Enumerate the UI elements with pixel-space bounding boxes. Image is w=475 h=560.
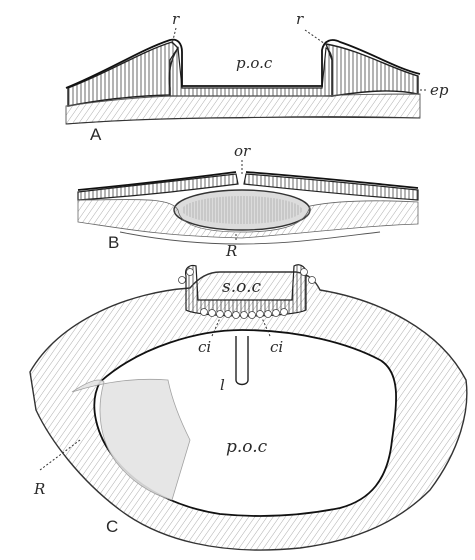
panel-a-label-cavity: p.o.c <box>236 54 273 72</box>
panel-c-letter: C <box>106 517 118 536</box>
panel-c-label-l: l <box>220 376 225 394</box>
panel-a-epidermis-right <box>326 44 418 96</box>
panel-c-lens <box>236 336 248 385</box>
panel-a-label-r-right: r <box>296 10 304 28</box>
panel-c: s.o.c ci ci l p.o.c R C <box>30 265 467 550</box>
panel-c-label-ci-left: ci <box>198 338 211 356</box>
panel-b: or R B <box>78 142 418 260</box>
panel-a-label-r-left: r <box>172 10 180 28</box>
panel-a-letter: A <box>90 125 102 144</box>
panel-a-leader-r-left <box>172 28 176 44</box>
panel-c-label-soc: s.o.c <box>222 277 261 297</box>
panel-a: r r p.o.c ep A <box>66 10 449 144</box>
panel-b-letter: B <box>108 233 119 252</box>
panel-c-label-r: R <box>33 480 45 498</box>
panel-c-label-poc: p.o.c <box>226 437 268 457</box>
panel-c-label-ci-right: ci <box>270 338 283 356</box>
panel-b-label-r: R <box>225 242 237 260</box>
panel-a-label-ep: ep <box>430 81 449 99</box>
panel-b-label-or: or <box>234 142 251 160</box>
